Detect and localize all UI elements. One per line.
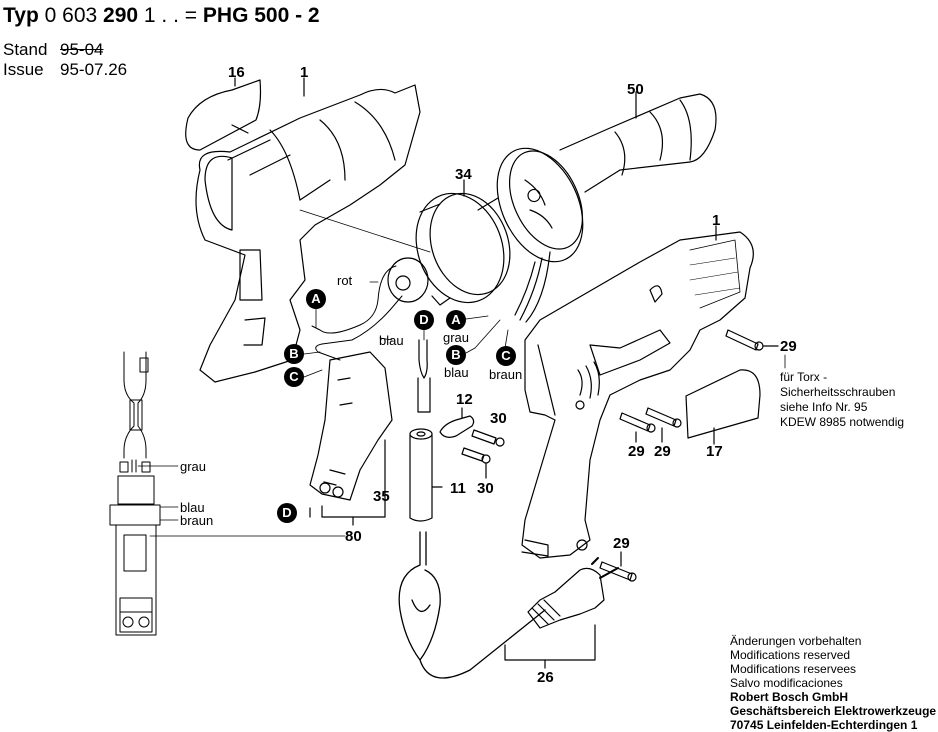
screw-29-a [725,329,779,351]
stand-row: Stand 95-04 [3,40,103,60]
power-plug [527,567,605,629]
part-12-cable-clamp [439,415,475,438]
part-number-80: 80 [345,528,362,545]
part-17-side-cover [685,369,761,439]
note-line-3: siehe Info Nr. 95 [780,400,868,414]
footer-address: 70745 Leinfelden-Echterdingen 1 [730,718,918,732]
connector-badge-b-left: B [284,344,304,364]
typ-label: Typ [3,4,39,27]
part-number-29-a: 29 [780,338,797,355]
nozzle-heating-element [496,147,584,263]
footer-line-4: Salvo modificaciones [730,676,843,690]
issue-label: Issue [3,60,44,79]
connector-badge-b-right: B [446,345,466,365]
wire-label-blau-switch: blau [180,500,205,515]
connector-badge-a-left: A [306,289,326,309]
part-number-1-top: 1 [300,64,309,81]
part-number-30-b: 30 [477,480,494,497]
part-number-12: 12 [456,391,473,408]
part-number-29-b: 29 [628,443,645,460]
screw-29-c [645,407,682,443]
connector-badge-d-bottom: D [277,503,297,523]
screw-30-b [461,447,485,462]
issue-value: 95-07.26 [60,60,128,79]
part-prefix: 0 603 [44,4,98,27]
note-line-2: Sicherheitsschrauben [780,385,896,399]
wire-label-braun-switch: braun [180,513,214,528]
part-number-50: 50 [627,81,644,98]
connector-badge-c-right: C [496,346,516,366]
motor-fan-unit [415,192,505,304]
note-line-1: für Torx - [780,370,828,384]
part-suffix: 1 . . = [143,4,198,27]
screw-29-b [619,412,656,443]
part-number-17: 17 [706,443,723,460]
housing-left-half [195,84,421,383]
footer-line-2: Modifications reserved [730,648,851,662]
switch-assembly [309,351,393,501]
part-16-label-plate [185,79,262,151]
wire-label-rot: rot [337,273,353,288]
wire-label-braun-right: braun [489,367,523,382]
part-number-30-a: 30 [490,410,507,427]
part-number-11: 11 [450,480,466,497]
housing-right-assembled [521,231,754,559]
part-bold: 290 [103,4,139,27]
note-line-4: KDEW 8985 notwendig [780,415,905,429]
stand-value: 95-04 [60,40,104,59]
wire-label-blau-right: blau [444,365,469,380]
footer-line-3: Modifications reservees [730,662,857,676]
document-title: Typ 0 603 290 1 . . = PHG 500 - 2 [3,4,320,28]
part-number-35: 35 [373,488,390,505]
torx-screw-note: für Torx - Sicherheitsschrauben siehe In… [780,370,904,430]
footer-company: Robert Bosch GmbH [730,690,849,704]
wire-label-grau-right: grau [443,330,470,345]
wire-label-grau-switch: grau [180,459,207,474]
footer-division: Geschäftsbereich Elektrowerkzeuge [730,704,937,718]
part-number-29-d: 29 [613,535,630,552]
connector-badge-a-right: A [446,310,466,330]
part-number-29-c: 29 [654,443,671,460]
wire-label-blau-motor: blau [379,333,404,348]
issue-row: Issue 95-07.26 [3,60,127,80]
footer-block: Änderungen vorbehalten Modifications res… [730,634,936,732]
connector-badge-c-left: C [284,367,304,387]
screw-30-a [471,429,497,445]
part-number-34: 34 [455,166,472,183]
part-number-1-right: 1 [712,212,721,229]
power-cord [398,531,546,679]
model-name: PHG 500 - 2 [202,4,320,27]
footer-line-1: Änderungen vorbehalten [730,634,862,648]
part-number-16: 16 [228,64,245,81]
stand-label: Stand [3,40,48,59]
screw-29-d [599,551,637,582]
switch-wiring-inset [109,351,179,636]
part-number-26: 26 [537,669,554,686]
connector-badge-d-top: D [414,310,434,330]
part-11-cable-sleeve [409,434,433,522]
